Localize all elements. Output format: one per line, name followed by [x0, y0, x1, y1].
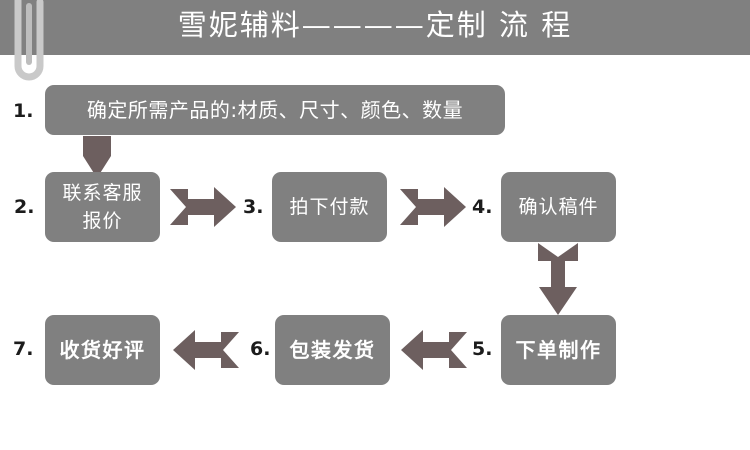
step-number-3: 3. [243, 196, 264, 218]
step-number-2: 2. [14, 196, 35, 218]
arrow-down-step4-to-step5 [538, 243, 578, 315]
step-box-7[interactable]: 收货好评 [45, 315, 160, 385]
step-box-1[interactable]: 确定所需产品的:材质、尺寸、颜色、数量 [45, 85, 505, 135]
paperclip-icon [14, 0, 44, 81]
step-number-1: 1. [13, 100, 34, 122]
step-number-6: 6. [250, 338, 271, 360]
arrow-left-step6-to-step7 [173, 330, 239, 370]
header-band [0, 0, 750, 55]
step-number-4: 4. [472, 196, 493, 218]
arrow-down-step1-to-step2 [83, 136, 111, 178]
step-box-3[interactable]: 拍下付款 [272, 172, 387, 242]
arrow-right-step2-to-step3 [170, 187, 236, 227]
arrow-right-step3-to-step4 [400, 187, 466, 227]
step-box-2-line2: 报价 [82, 210, 123, 232]
step-box-4[interactable]: 确认稿件 [501, 172, 616, 242]
arrow-left-step5-to-step6 [401, 330, 467, 370]
step-box-5[interactable]: 下单制作 [501, 315, 616, 385]
step-number-5: 5. [472, 338, 493, 360]
step-box-2-line1: 联系客服 [62, 181, 143, 204]
step-box-6[interactable]: 包装发货 [275, 315, 390, 385]
page-title: 雪妮辅料————定制 流 程 [177, 8, 573, 42]
step-box-2[interactable]: 联系客服 报价 [45, 172, 160, 242]
step-number-7: 7. [13, 338, 34, 360]
